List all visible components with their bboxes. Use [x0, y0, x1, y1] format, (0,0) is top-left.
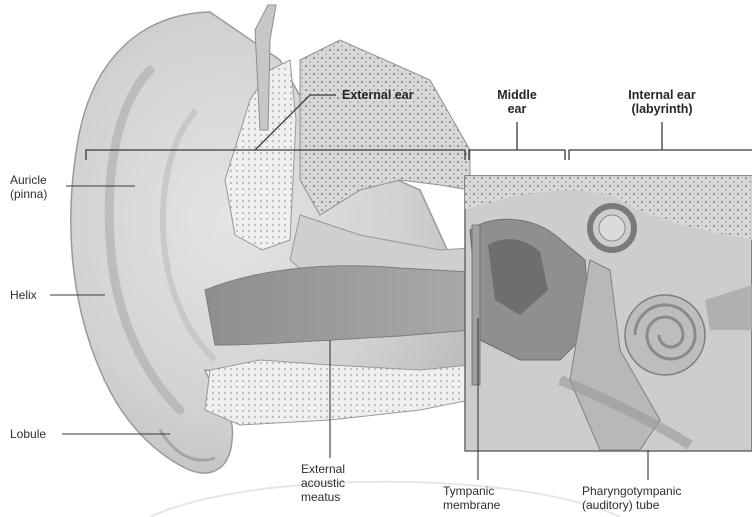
- ear-canal-shape: [205, 266, 470, 345]
- label-auricle: Auricle (pinna): [10, 173, 47, 201]
- label-lobule: Lobule: [10, 427, 46, 441]
- label-external-ear: External ear: [342, 88, 414, 102]
- label-external-acoustic-meatus: External acoustic meatus: [301, 462, 345, 504]
- label-tympanic-membrane: Tympanic membrane: [443, 484, 500, 512]
- middle-inner-ear-inset: [465, 176, 752, 451]
- label-internal-ear: Internal ear (labyrinth): [612, 88, 712, 116]
- label-helix: Helix: [10, 288, 37, 302]
- label-middle-ear: Middle ear: [492, 88, 542, 116]
- watermark-arc: [150, 482, 620, 517]
- label-pharyngotympanic-tube: Pharyngotympanic (auditory) tube: [582, 484, 681, 512]
